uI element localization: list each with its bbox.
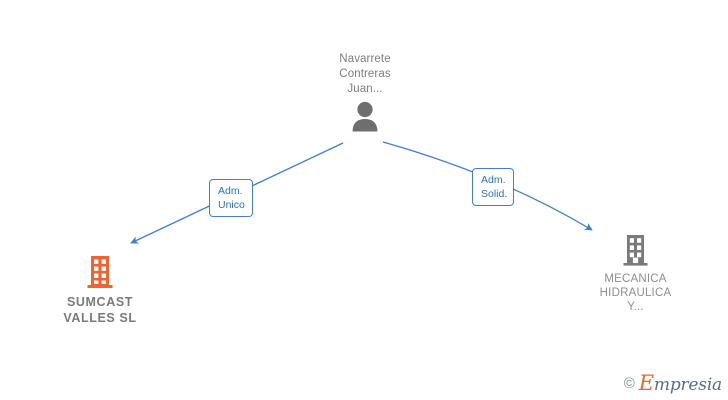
brand-logo: Empresia [639,373,722,394]
company-name-label: MECANICA HIDRAULICA Y... [599,273,672,313]
watermark: © Empresia [624,373,722,394]
brand-rest: mpresia [653,375,722,395]
node-company-mecanica[interactable]: MECANICA HIDRAULICA Y... [578,234,693,314]
building-icon [87,256,113,288]
copyright-icon: © [623,375,635,392]
node-person[interactable]: Navarrete Contreras Juan... [310,52,420,132]
edge-label-adm-unico[interactable]: Adm. Unico [209,179,253,217]
building-icon [623,235,648,266]
brand-initial: E [638,371,654,395]
edge-label-adm-solid[interactable]: Adm. Solid. [472,168,514,206]
person-name-label: Navarrete Contreras Juan... [339,53,391,95]
node-company-sumcast[interactable]: SUMCAST VALLES SL [41,255,159,326]
company-name-label: SUMCAST VALLES SL [63,295,137,325]
person-icon [352,101,378,132]
